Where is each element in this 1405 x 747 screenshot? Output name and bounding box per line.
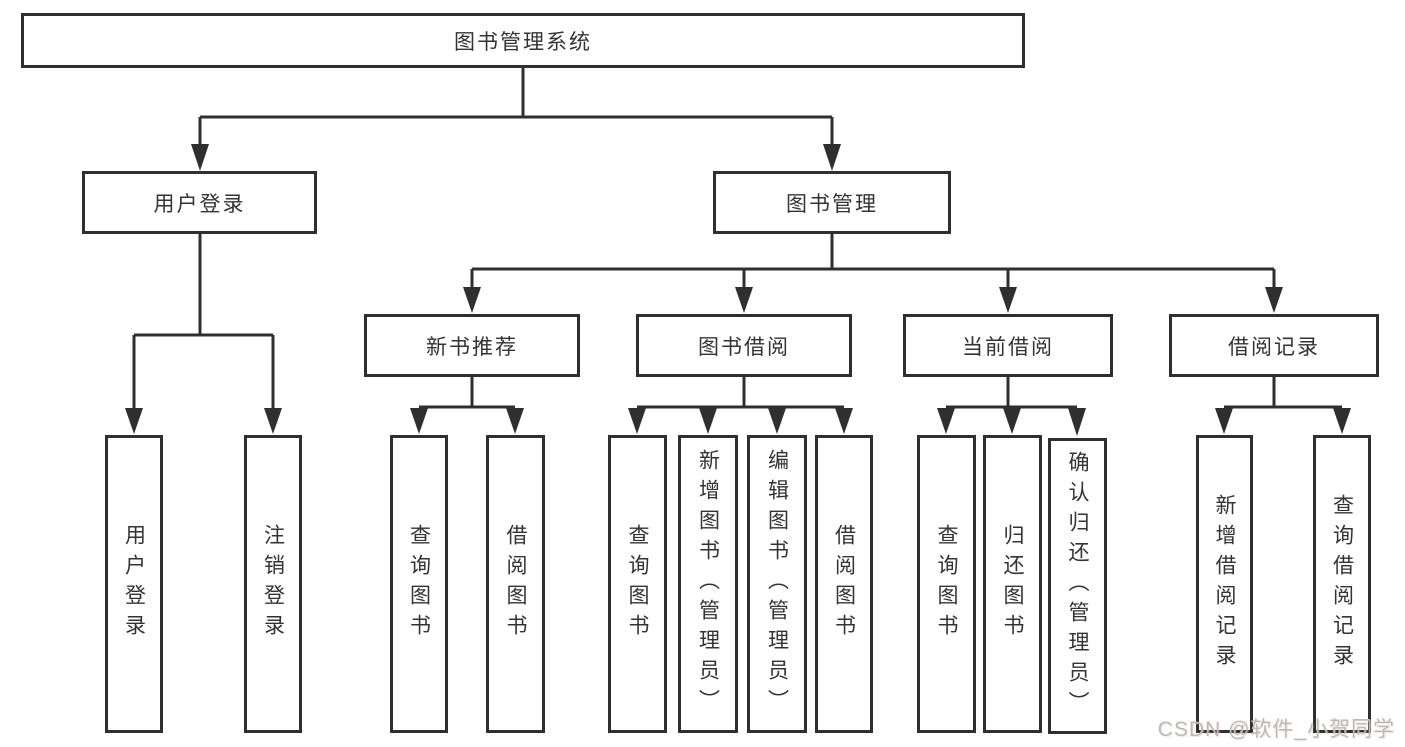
node-book-borrow-label: 图书借阅 [698,335,790,359]
leaf-br-add-record: 新增借阅记录 [1196,435,1253,733]
leaf-cb-return-book: 归还图书 [983,435,1042,733]
leaf-br-query-record-label: 查询借阅记录 [1330,494,1354,674]
node-user-login-label: 用户登录 [153,192,246,216]
leaf-nb-query-book: 查询图书 [390,435,448,733]
node-new-book-recommend: 新书推荐 [364,314,580,377]
leaf-cb-return-book-label: 归还图书 [1001,524,1024,644]
node-borrow-record-label: 借阅记录 [1228,335,1320,359]
node-current-borrow: 当前借阅 [903,314,1113,377]
node-current-borrow-label: 当前借阅 [962,335,1054,359]
leaf-nb-borrow-book-label: 借阅图书 [504,524,527,644]
node-book-borrow: 图书借阅 [636,314,852,377]
node-book-management: 图书管理 [713,171,951,234]
leaf-bb-query-book-label: 查询图书 [626,524,649,644]
leaf-br-query-record: 查询借阅记录 [1313,435,1371,733]
node-book-management-label: 图书管理 [786,192,878,216]
node-root-label: 图书管理系统 [454,30,592,54]
leaf-bb-edit-book-admin: 编辑图书（管理员） [747,435,807,733]
leaf-bb-borrow-book: 借阅图书 [815,435,873,733]
node-user-login: 用户登录 [82,171,317,234]
leaf-bb-borrow-book-label: 借阅图书 [832,524,856,644]
leaf-cb-query-book: 查询图书 [917,435,976,733]
leaf-br-add-record-label: 新增借阅记录 [1213,494,1236,674]
leaf-cb-confirm-return-admin: 确认归还（管理员） [1048,438,1107,734]
node-root-system: 图书管理系统 [21,13,1025,68]
leaf-user-login-label: 用户登录 [122,524,146,644]
leaf-bb-add-book-admin: 新增图书（管理员） [678,435,738,733]
node-borrow-record: 借阅记录 [1169,314,1379,377]
leaf-cb-confirm-return-admin-label: 确认归还（管理员） [1066,451,1089,721]
leaf-bb-add-book-admin-label: 新增图书（管理员） [696,449,720,719]
leaf-nb-query-book-label: 查询图书 [407,524,431,644]
leaf-user-login: 用户登录 [105,435,163,733]
csdn-watermark: CSDN @软件_小贺同学 [1157,718,1395,741]
leaf-bb-query-book: 查询图书 [608,435,667,733]
leaf-bb-edit-book-admin-label: 编辑图书（管理员） [765,449,789,719]
node-new-book-recommend-label: 新书推荐 [426,335,518,359]
leaf-logout-login-label: 注销登录 [261,524,285,644]
leaf-logout-login: 注销登录 [244,435,302,733]
leaf-cb-query-book-label: 查询图书 [935,524,958,644]
leaf-nb-borrow-book: 借阅图书 [486,435,545,733]
